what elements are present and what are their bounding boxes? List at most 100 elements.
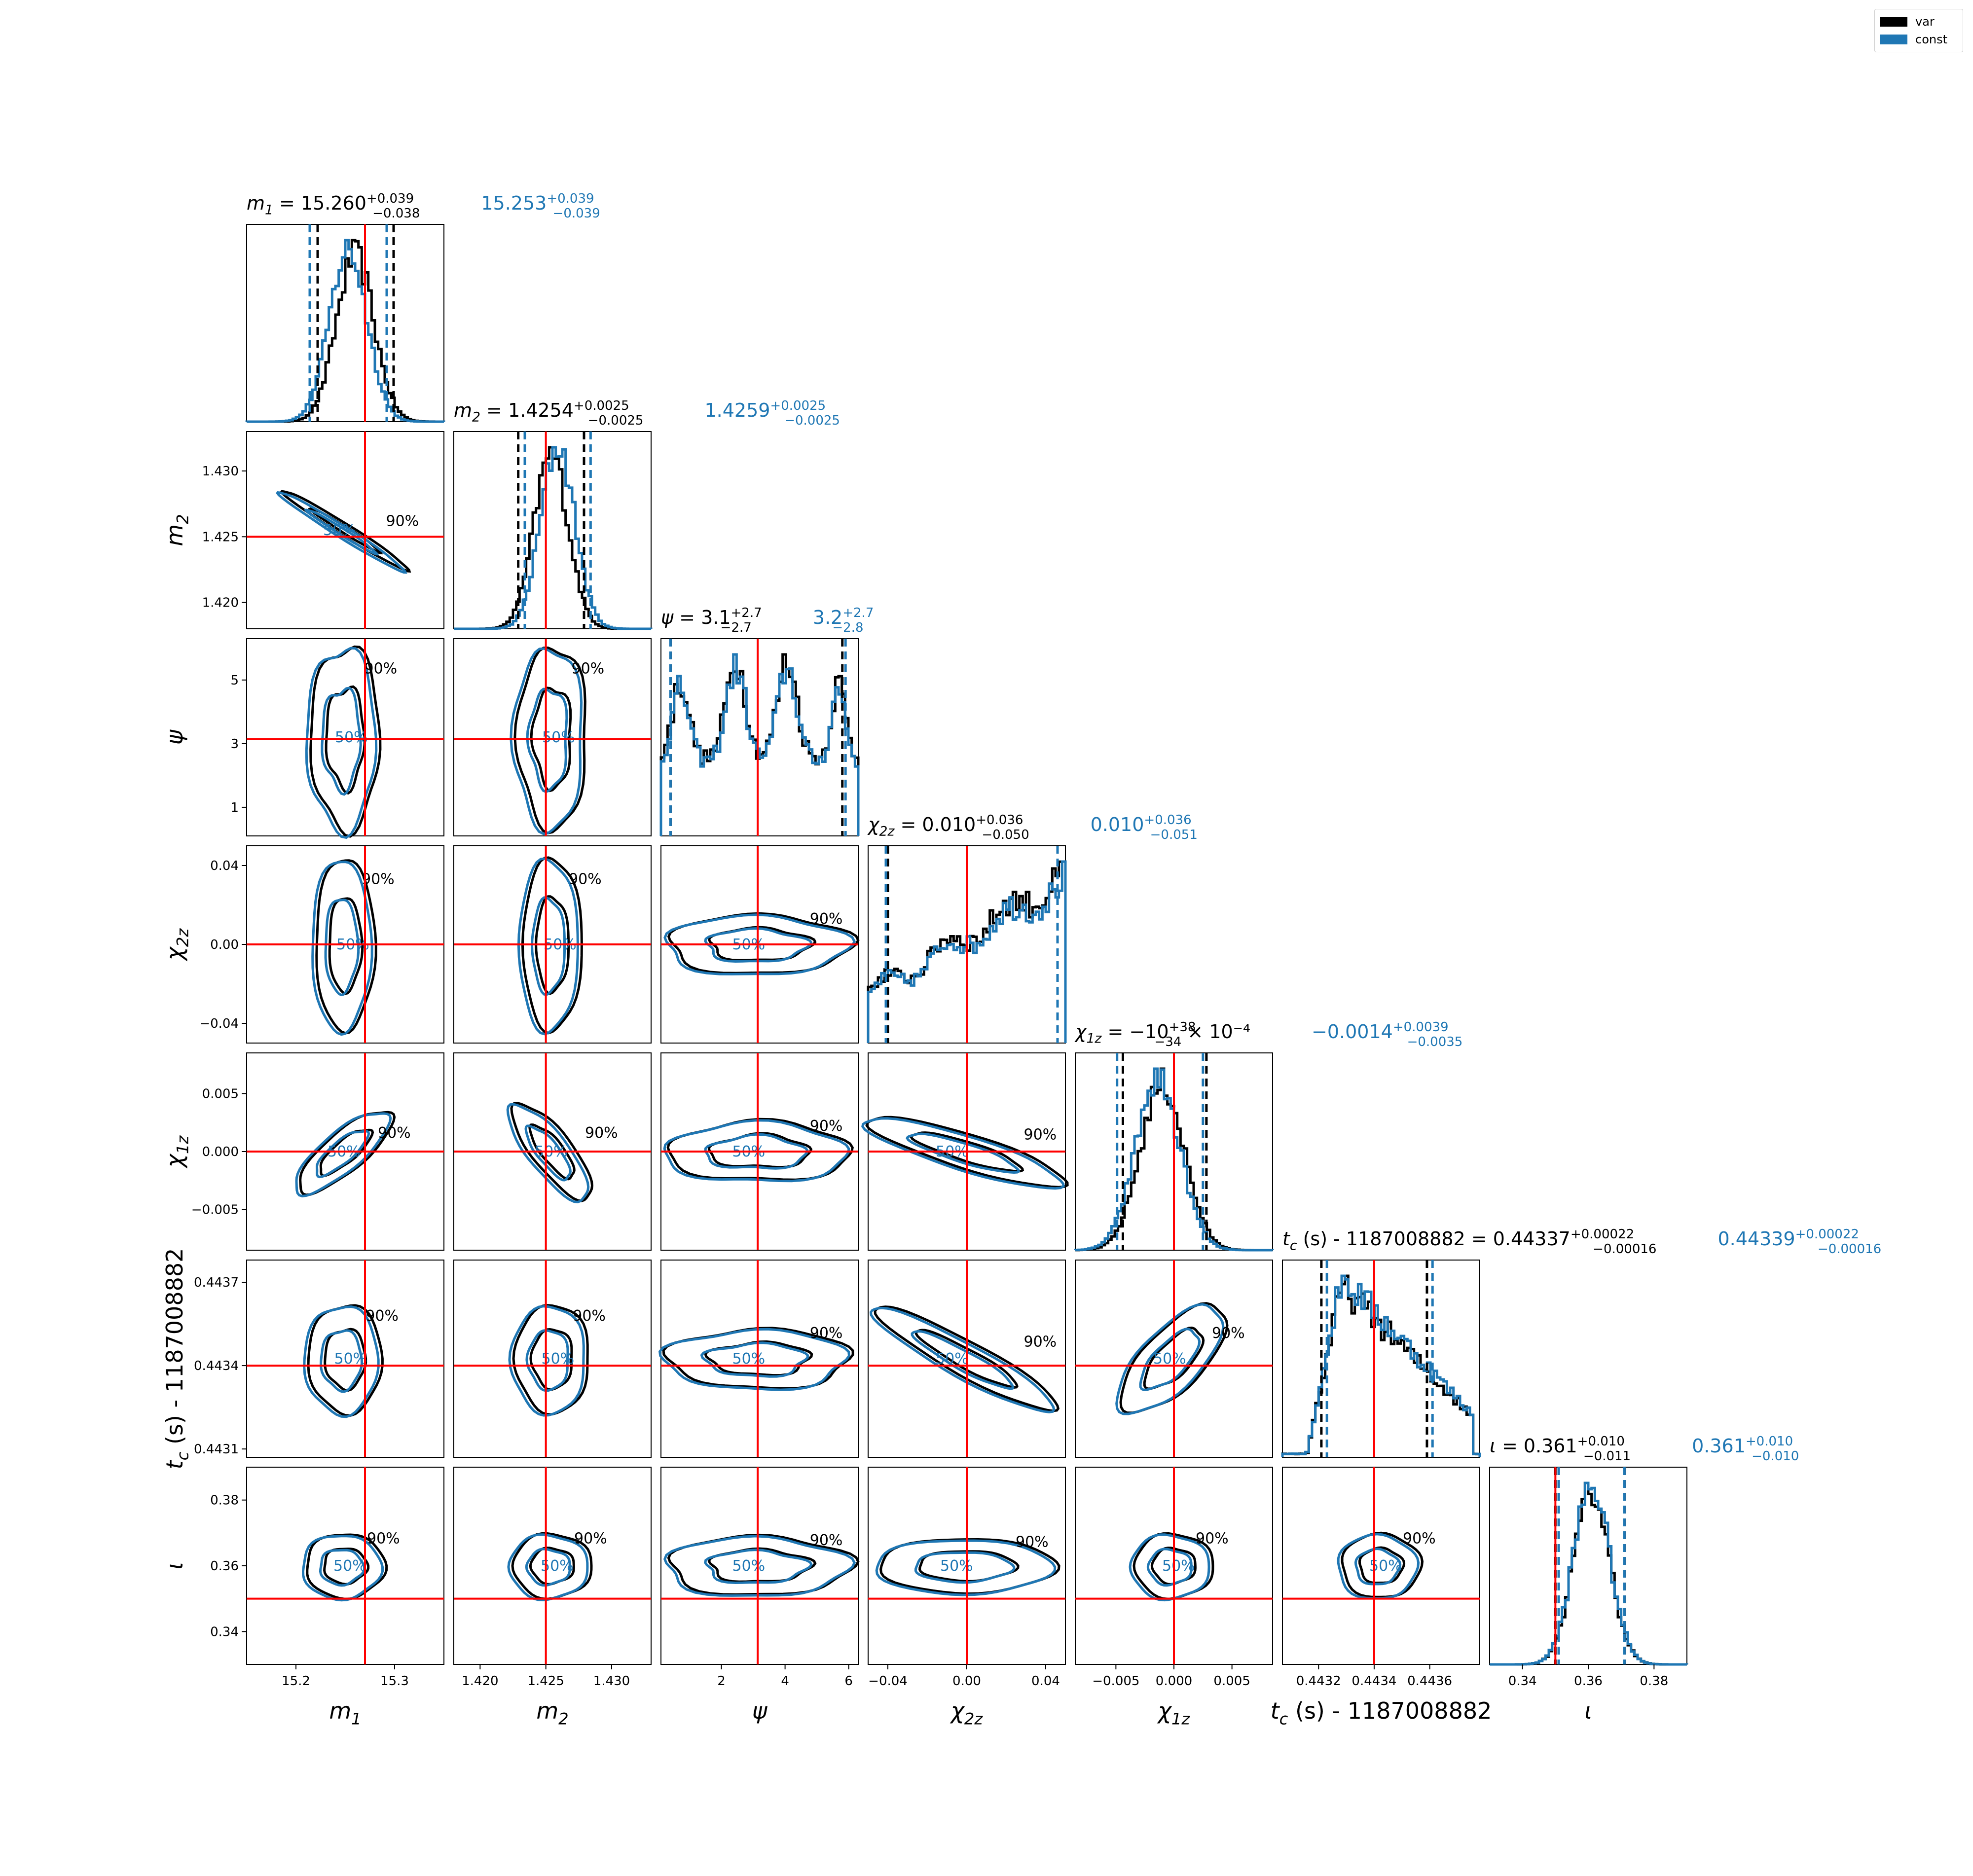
title-m2-const: 1.4259+0.0025−0.0025: [704, 398, 840, 428]
ytick-label-psi-0: 1: [230, 800, 239, 815]
math-symbol: ι: [161, 1562, 188, 1570]
contour-m1-chi1z-const-50: [315, 1130, 370, 1179]
title-chi1z-const-median: −0.0014: [1312, 1021, 1393, 1043]
ytick-label-chi1z-2: 0.005: [202, 1086, 239, 1101]
contour-label-50-psi-iota: 50%: [732, 1557, 766, 1575]
title-chi1z-var: χ1z = −10+38−34 × 10⁻⁴: [1074, 1020, 1250, 1049]
legend-swatch-const: [1880, 35, 1907, 44]
title-m2-const-plus: +0.0025: [770, 398, 826, 413]
title-psi-const-minus: −2.8: [832, 620, 863, 635]
title-m2-var-plus: +0.0025: [574, 398, 629, 413]
contour-tc-iota-var-50: [1358, 1546, 1406, 1585]
math-symbol: ψ: [661, 607, 674, 628]
contour-label-90-chi1z-tc: 90%: [1212, 1325, 1245, 1342]
contour-psi-tc-const-50: [700, 1341, 809, 1378]
math-symbol: χ: [1074, 1021, 1087, 1043]
math-symbol: t: [161, 1459, 188, 1469]
xlabel-m1: m1: [329, 1697, 361, 1729]
title-psi-var-plus: +2.7: [731, 606, 762, 620]
ytick-label-iota-1: 0.36: [210, 1559, 239, 1574]
title-chi1z-const-plus: +0.0039: [1393, 1020, 1449, 1035]
contour-psi-chi2z-const-90: [663, 913, 856, 975]
xtick-label-chi1z-0: −0.005: [1092, 1674, 1139, 1689]
math-subscript: 1z: [1171, 1710, 1190, 1729]
contour-m1-tc-const-50: [319, 1329, 364, 1393]
title-tc-const: 0.44339+0.00022−0.00016: [1717, 1227, 1881, 1257]
ytick-label-tc-0: 0.4431: [194, 1442, 239, 1457]
contour-m1-tc-var-50: [324, 1328, 367, 1392]
panel-iota-iota: [1489, 1467, 1687, 1665]
legend-swatch-var: [1880, 17, 1907, 27]
contour-label-90-m2-psi: 90%: [572, 660, 605, 678]
contour-m2-tc-var-50: [529, 1328, 573, 1391]
ytick-label-chi2z-1: 0.00: [210, 938, 239, 952]
title-iota-const-median: 0.361: [1692, 1435, 1746, 1457]
title-iota-var: ι = 0.361+0.010−0.011: [1490, 1434, 1631, 1464]
panel-tc-tc: [1282, 1260, 1480, 1458]
xtick-label-tc-1: 0.4434: [1352, 1674, 1396, 1689]
xtick-label-chi2z-1: 0.00: [952, 1674, 981, 1689]
title-m2-var: m2 = 1.4254+0.0025−0.0025: [454, 398, 643, 428]
title-chi1z-const: −0.0014+0.0039−0.0035: [1312, 1020, 1462, 1049]
contour-chi2z-tc-const-50: [911, 1330, 1015, 1390]
panel-psi-tc: [660, 1260, 859, 1458]
contour-chi2z-chi1z-const-50: [906, 1132, 1021, 1174]
title-chi1z-var-suffix: × 10⁻⁴: [1181, 1021, 1250, 1043]
contour-m2-tc-var-90: [512, 1304, 589, 1416]
math-subscript: c: [1279, 1710, 1288, 1729]
title-tc-const-minus: −0.00016: [1818, 1242, 1881, 1257]
title-m1-var-minus: −0.038: [372, 206, 420, 221]
ytick-label-m2-0: 1.420: [202, 596, 239, 611]
contour-label-50-m2-psi: 50%: [542, 729, 575, 746]
panel-m2-tc: [453, 1260, 652, 1458]
contour-label-90-tc-iota: 90%: [1403, 1530, 1436, 1548]
title-psi-var-minus: −2.7: [721, 620, 752, 635]
contour-chi2z-iota-const-90: [875, 1539, 1057, 1596]
math-symbol: ι: [1490, 1435, 1496, 1457]
ytick-label-iota-2: 0.38: [210, 1493, 239, 1508]
xtick-label-iota-2: 0.38: [1640, 1674, 1668, 1689]
title-m1-const-plus: +0.039: [547, 191, 594, 206]
histogram-m1-const: [247, 239, 445, 423]
contour-psi-iota-const-90: [663, 1535, 856, 1597]
contour-m2-tc-const-90: [508, 1305, 585, 1417]
contour-m2-chi1z-const-90: [506, 1103, 590, 1203]
title-m1-var: m1 = 15.260+0.039−0.038: [247, 191, 420, 221]
ytick-label-tc-2: 0.4437: [194, 1275, 239, 1290]
xtick-label-chi2z-2: 0.04: [1031, 1674, 1060, 1689]
xtick-label-iota-1: 0.36: [1574, 1674, 1603, 1689]
contour-tc-iota-const-90: [1337, 1533, 1420, 1600]
contour-psi-chi1z-const-50: [704, 1133, 809, 1170]
xtick-label-m2-0: 1.420: [462, 1674, 498, 1689]
contour-tc-iota-const-50: [1354, 1547, 1402, 1586]
ytick-label-psi-1: 3: [230, 737, 239, 752]
math-symbol: χ: [950, 1697, 965, 1724]
contour-label-90-m2-chi1z: 90%: [585, 1124, 618, 1142]
xlabel-chi2z: χ2z: [950, 1697, 984, 1729]
legend-label-var: var: [1915, 15, 1935, 29]
title-iota-var-minus: −0.011: [1583, 1449, 1631, 1464]
math-symbol: χ: [867, 814, 880, 835]
panel-tc-iota: [1282, 1467, 1480, 1665]
title-chi1z-var-plus: +38: [1169, 1020, 1196, 1035]
contour-m2-psi-var-50: [530, 686, 572, 793]
xtick-label-m2-2: 1.430: [593, 1674, 630, 1689]
title-tc-const-plus: +0.00022: [1795, 1227, 1859, 1242]
legend-entry-const: const: [1880, 32, 1947, 47]
contour-m2-chi2z-const-90: [517, 857, 579, 1036]
ytick-label-tc-1: 0.4434: [194, 1359, 239, 1373]
math-symbol: m: [329, 1697, 351, 1724]
title-chi2z-const-plus: +0.036: [1144, 813, 1191, 828]
math-subscript: 2: [558, 1710, 568, 1729]
xtick-label-tc-2: 0.4436: [1407, 1674, 1452, 1689]
title-iota-const: 0.361+0.010−0.010: [1692, 1434, 1799, 1464]
title-chi1z-var-minus: −34: [1154, 1035, 1181, 1049]
ytick-label-m2-1: 1.425: [202, 530, 239, 544]
title-psi-var: ψ = 3.1+2.7−2.7: [661, 606, 762, 635]
contour-label-90-psi-chi2z: 90%: [810, 910, 843, 928]
contour-chi1z-tc-var-90: [1119, 1302, 1229, 1414]
math-subscript: 1: [351, 1710, 361, 1729]
contour-m2-tc-const-50: [525, 1329, 569, 1392]
contour-m1-chi1z-const-90: [295, 1112, 392, 1197]
